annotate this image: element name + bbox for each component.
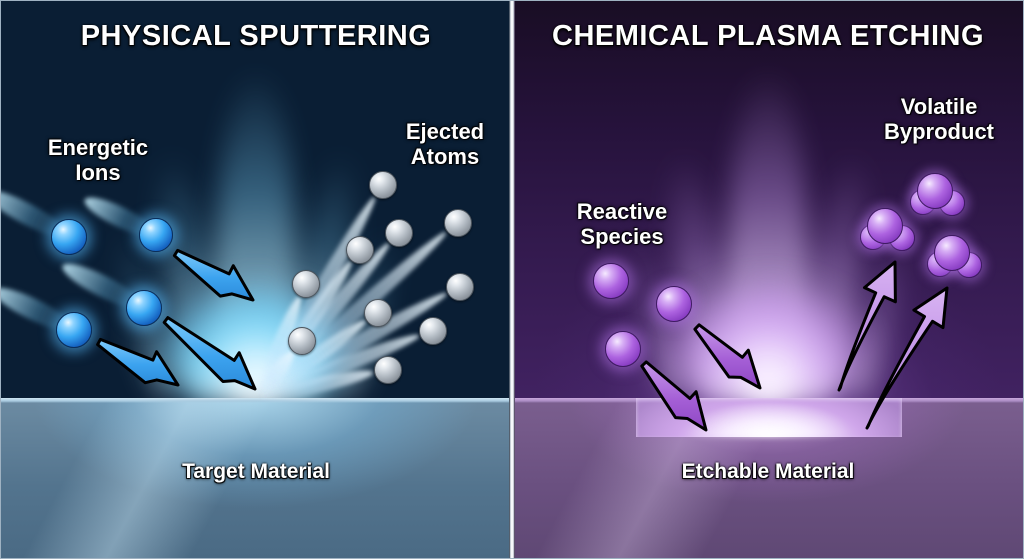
panel-chemical-plasma-etching: Etchable Material CHEMICAL PLASMA ETCHIN… [512, 0, 1024, 559]
ejected-atom [374, 356, 402, 384]
ejected-atom [419, 317, 447, 345]
reactive-species [656, 286, 692, 322]
reactive-species-arrow [640, 360, 708, 432]
target-substrate: Target Material [0, 398, 512, 559]
byproduct-escape-arrow [865, 286, 949, 430]
panel-title-right: CHEMICAL PLASMA ETCHING [552, 20, 984, 52]
molecule-atom [867, 208, 903, 244]
panel-divider [509, 0, 515, 559]
ejected-atom [446, 273, 474, 301]
molecule-atom [934, 235, 970, 271]
etchable-material-label: Etchable Material [681, 460, 855, 483]
label-reactive-species: Reactive Species [576, 199, 668, 249]
etchable-substrate: Etchable Material [512, 398, 1024, 559]
ejected-atom [444, 209, 472, 237]
ion-impact-arrow [162, 316, 257, 391]
molecule-atom [917, 173, 953, 209]
label-volatile-byproduct: Volatile Byproduct [884, 94, 994, 144]
reactive-species-arrow [693, 323, 762, 390]
ejected-atom [364, 299, 392, 327]
ejected-atom [288, 327, 316, 355]
label-energetic-ions: Energetic Ions [47, 135, 149, 185]
ion-impact-arrow [172, 248, 255, 302]
arrow-layer-right [640, 260, 949, 432]
target-material-label: Target Material [182, 460, 330, 483]
reactive-species [593, 263, 629, 299]
ejected-atom [385, 219, 413, 247]
reactive-species [605, 331, 641, 367]
panel-physical-sputtering: Target Material PHYSICAL SPUTTERING Ener… [0, 20, 512, 559]
energetic-ion [139, 218, 173, 252]
ejected-atom [346, 236, 374, 264]
energetic-ion [126, 290, 162, 326]
energetic-ion [56, 312, 92, 348]
byproduct-escape-arrow [837, 260, 897, 392]
label-ejected-atoms: Ejected Atoms [405, 119, 485, 169]
ion-impact-arrow [96, 337, 180, 387]
ejected-atom [369, 171, 397, 199]
arrow-layer-left [96, 248, 257, 391]
ejected-atom [292, 270, 320, 298]
panel-title-left: PHYSICAL SPUTTERING [80, 20, 432, 52]
